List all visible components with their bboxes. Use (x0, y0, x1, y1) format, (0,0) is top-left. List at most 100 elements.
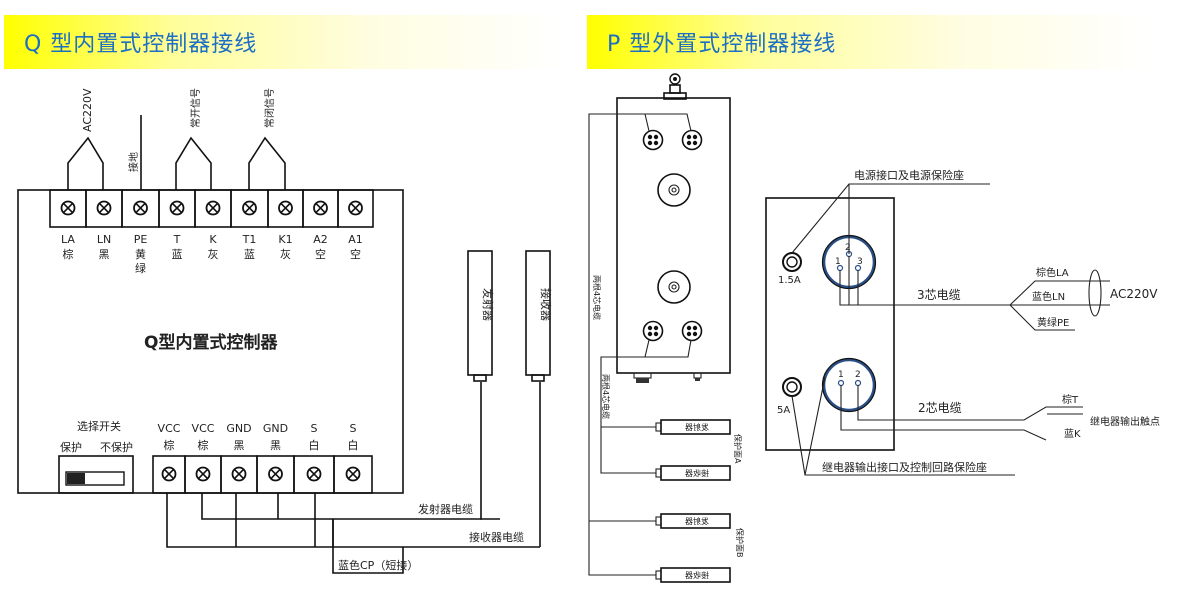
sensor-label: 发射器 (685, 422, 709, 432)
header-p-wiring: P 型外置式控制器接线 (587, 15, 1153, 69)
p-unit-housing (616, 97, 731, 374)
header-p-title: P 型外置式控制器接线 (607, 32, 837, 57)
terminal-code: S (311, 422, 318, 435)
fuse-power-rating: 1.5A (778, 275, 801, 286)
screw-terminal-icon (169, 200, 185, 216)
p-unit-feet (633, 372, 702, 383)
screw-terminal-icon (345, 466, 361, 482)
switch-option-protect: 保护 (60, 440, 82, 454)
power-port-label: 电源接口及电源保险座 (854, 168, 964, 182)
terminal-wire-color: 空 (315, 247, 326, 261)
receiver-cable-label: 接收器电缆 (469, 530, 524, 544)
header-q-title: Q 型内置式控制器接线 (24, 32, 258, 57)
screw-terminal-icon (268, 466, 283, 482)
header-q-wiring: Q 型内置式控制器接线 (4, 15, 566, 69)
switch-option-no-protect: 不保护 (100, 440, 133, 454)
face-a-receiver: 接收器 (655, 465, 731, 481)
terminal-top-k1: K1灰 (267, 189, 304, 261)
cable-label-lower: 两根4芯电缆 (601, 374, 611, 419)
terminal-bottom-s-6: S白 (333, 422, 373, 494)
terminal-top-k: K灰 (194, 189, 232, 261)
screw-terminal-icon (348, 200, 363, 216)
q-top-wires (67, 115, 286, 190)
face-a-label: 保护面A (733, 434, 743, 464)
terminal-wire-color: 灰 (208, 247, 219, 261)
p-wires (791, 183, 1110, 476)
terminal-code: T (173, 233, 181, 246)
face-a-emitter: 发射器 (655, 419, 731, 435)
switch-knob[interactable] (67, 473, 85, 484)
terminal-bottom-s-5: S白 (293, 422, 335, 494)
screw-terminal-icon (96, 200, 112, 216)
plug-bottom-left-icon (642, 320, 664, 342)
three-core-cable-label: 3芯电缆 (917, 288, 961, 302)
sensor-label: 接收器 (685, 468, 709, 478)
switch-title: 选择开关 (77, 419, 121, 433)
wire-k-label: 蓝K (1064, 428, 1081, 440)
terminal-code: VCC (192, 422, 215, 435)
terminal-code: LA (61, 233, 75, 246)
screw-terminal-icon (60, 200, 76, 216)
relay-pin-1: 1 (838, 370, 844, 380)
terminal-top-ln: LN黑 (85, 189, 123, 261)
cable-label-upper: 两根4芯电缆 (592, 275, 602, 320)
sensor-label: 发射器 (685, 516, 709, 526)
terminal-bottom-gnd-4: GND 黑 (256, 422, 295, 494)
terminal-code: VCC (158, 422, 181, 435)
terminal-code: K (209, 233, 217, 246)
four-core-cables (588, 113, 692, 576)
two-core-cable-label: 2芯电缆 (918, 401, 962, 415)
ground-label: 接地 (127, 152, 140, 172)
terminal-wire-color: 白 (309, 438, 320, 452)
terminal-wire-color: 白 (348, 438, 359, 452)
emitter-cable-label: 发射器电缆 (418, 502, 473, 516)
terminal-code: GND (263, 422, 288, 435)
terminal-wire-color: 灰 (280, 247, 291, 261)
screw-terminal-icon (231, 466, 247, 482)
terminal-top-la: LA棕 (49, 189, 87, 261)
knob-upper-icon (657, 173, 691, 207)
terminal-code: A2 (313, 233, 328, 246)
receiver-bar: 接收器 (525, 250, 553, 382)
screw-terminal-icon (306, 466, 322, 482)
face-b-receiver: 接收器 (655, 567, 731, 583)
receiver-bar-label: 接收器 (539, 288, 553, 321)
ac220v-supply-label: AC220V (1110, 287, 1158, 301)
ac220v-wire (67, 136, 104, 190)
terminal-wire-color: 空 (350, 247, 361, 261)
terminal-code: S (350, 422, 357, 435)
terminal-code: T1 (242, 233, 257, 246)
selector-switch[interactable]: 选择开关 保护 不保护 (58, 419, 134, 494)
terminal-wire-color: 棕 (198, 438, 209, 452)
terminal-wire-color: 黑 (234, 439, 245, 452)
terminal-code: PE (134, 233, 148, 246)
screw-terminal-icon (161, 466, 177, 482)
terminal-wire-color: 蓝 (172, 248, 183, 261)
terminal-bottom-gnd-3: GND 黑 (220, 422, 258, 494)
relay-pin-2: 2 (855, 370, 861, 380)
q-controller-title: Q型内置式控制器 (144, 332, 278, 353)
relay-connector: 1 2 (821, 357, 877, 413)
terminal-wire-color: 黑 (270, 439, 281, 452)
screw-terminal-icon (313, 200, 328, 216)
normally-closed-wire (248, 136, 286, 190)
sensor-label: 接收器 (685, 570, 709, 580)
plug-top-left-icon (642, 129, 664, 151)
terminal-wire-color: 黄 (135, 247, 146, 261)
terminal-code: GND (226, 422, 251, 435)
screw-terminal-icon (133, 200, 148, 216)
blue-cp-short-label: 蓝色CP（短接） (338, 558, 418, 572)
normally-open-label: 常开信号 (189, 88, 202, 128)
emitter-bar: 发射器 (467, 250, 495, 382)
emitter-bar-label: 发射器 (481, 288, 495, 321)
terminal-top-t: T蓝 (158, 189, 196, 261)
q-bottom-wires (166, 382, 541, 574)
knob-lower-icon (657, 270, 691, 304)
relay-contact-label: 继电器输出触点 (1090, 415, 1160, 428)
terminal-code: K1 (278, 233, 292, 246)
